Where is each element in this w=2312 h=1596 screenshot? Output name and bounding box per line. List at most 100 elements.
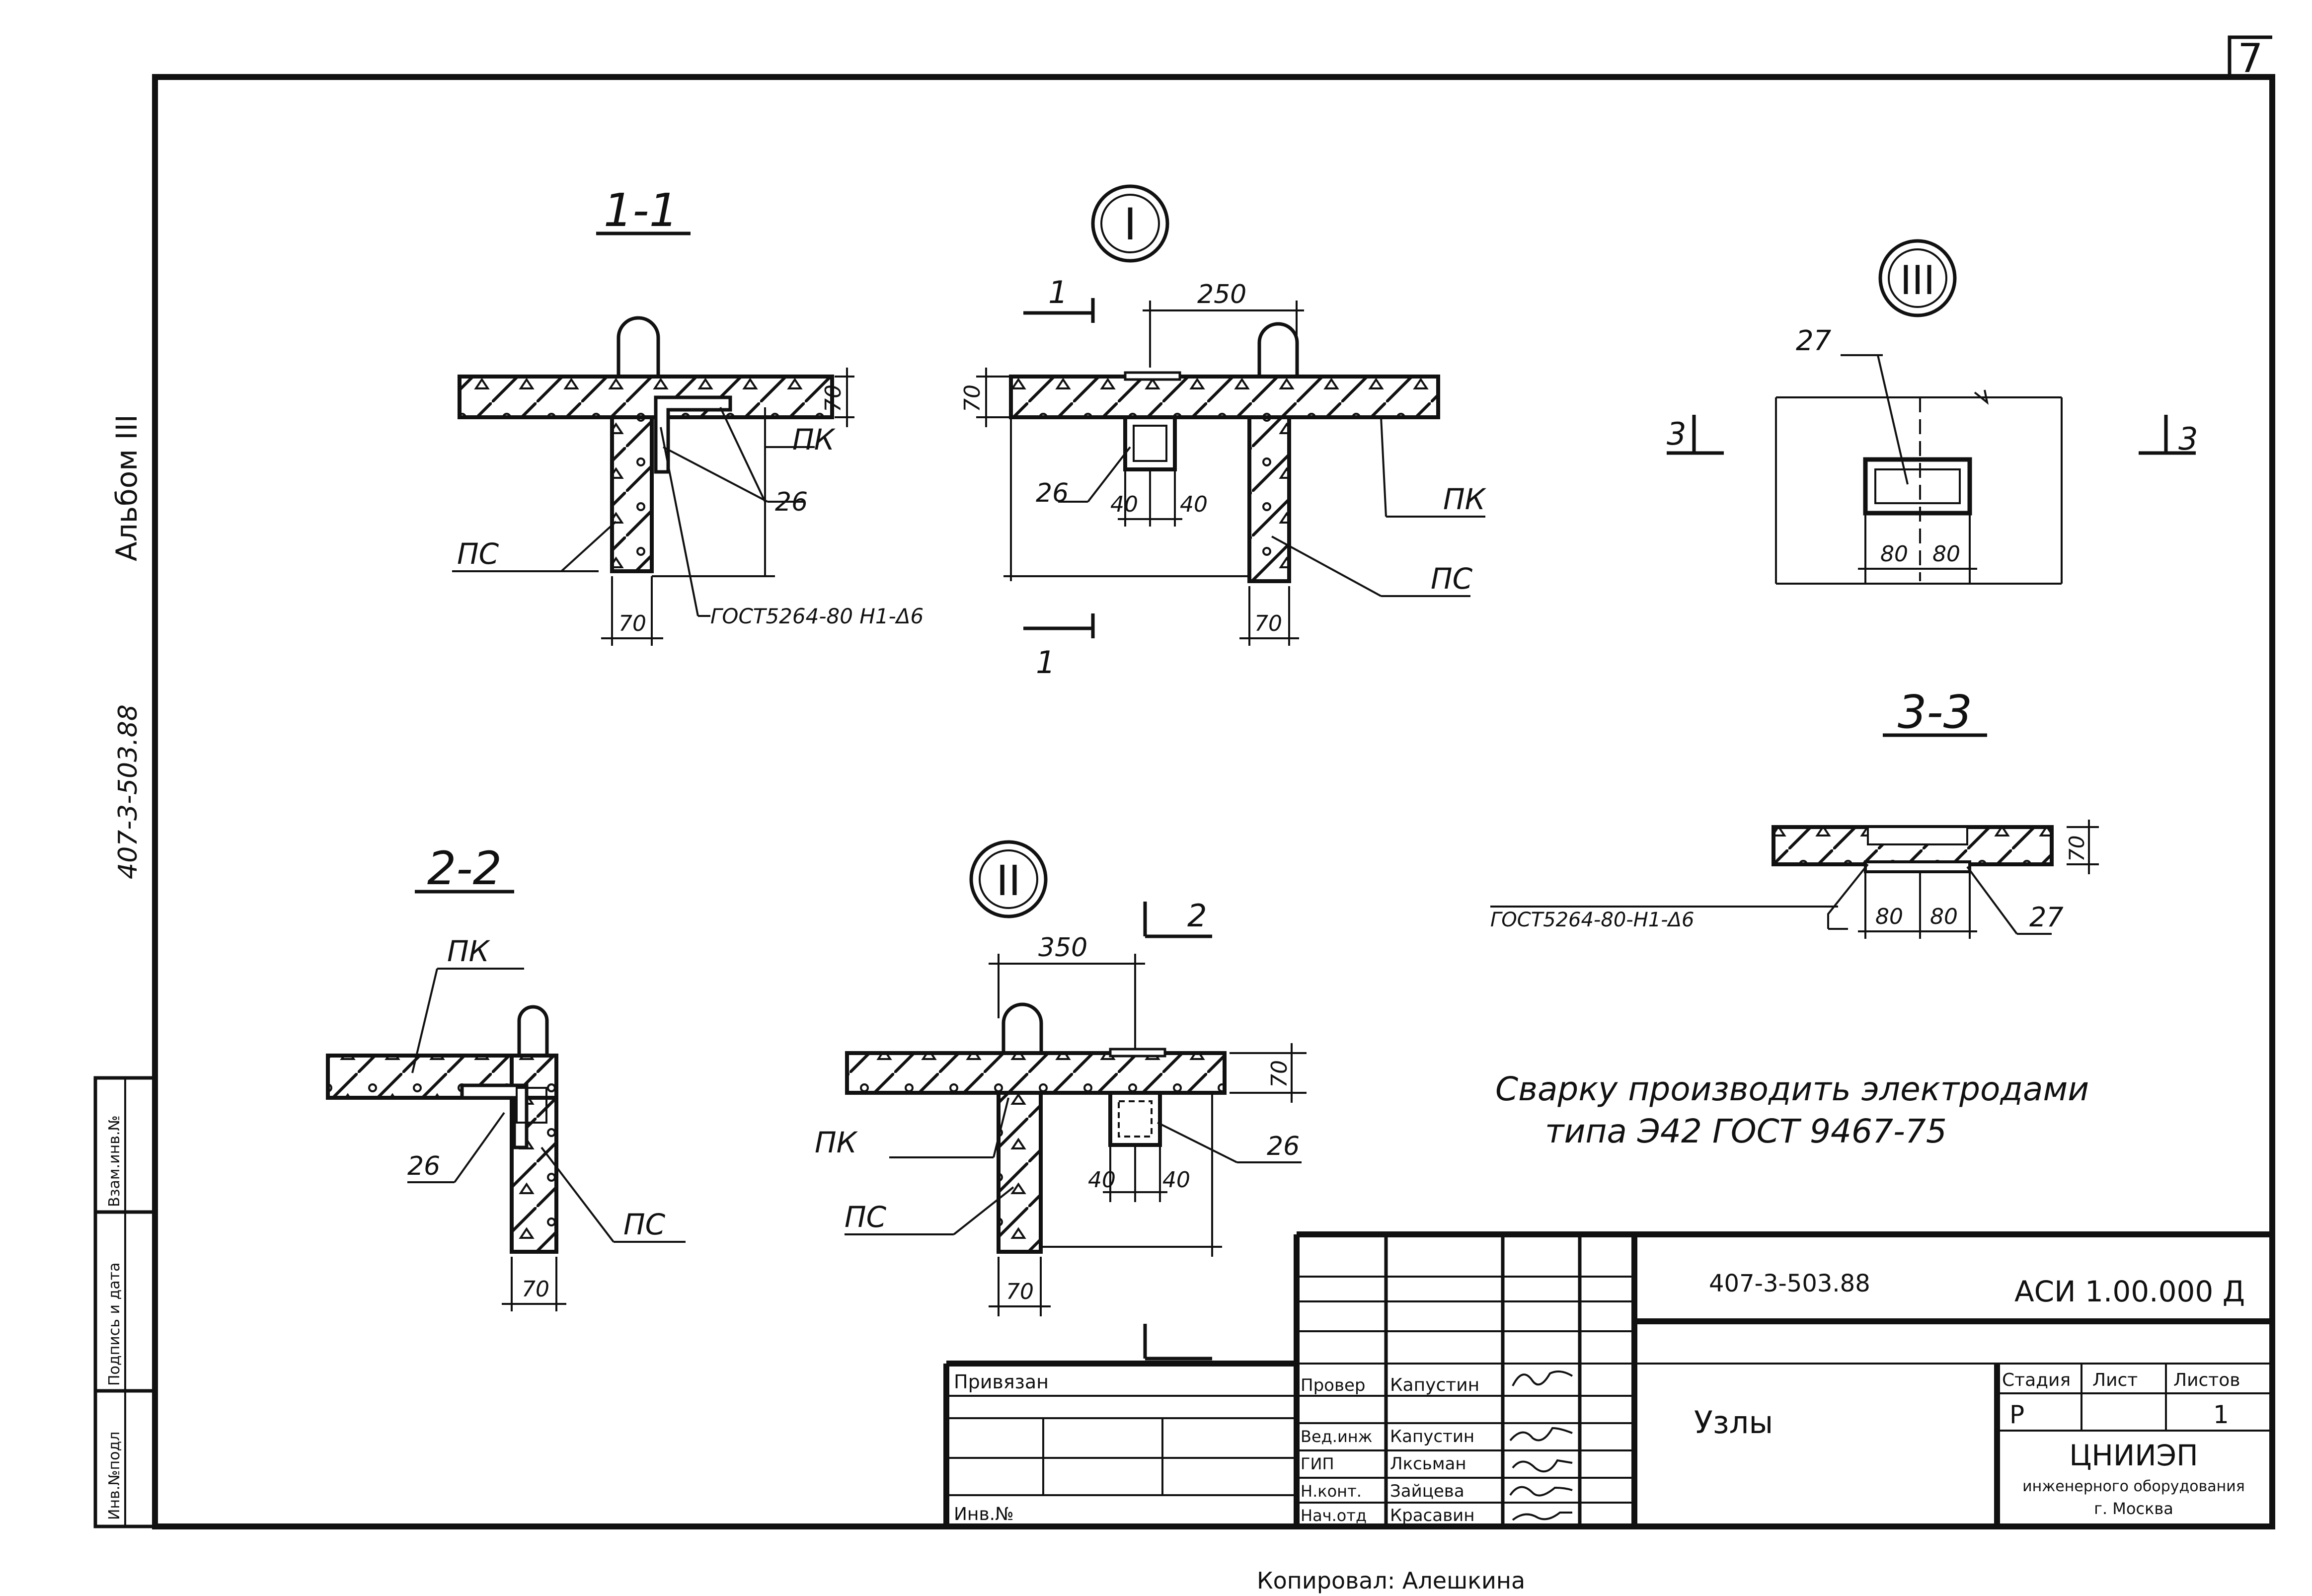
title-role-2: Вед.инж: [1301, 1427, 1372, 1446]
signatures: [1509, 1370, 1573, 1521]
label-2-2-ps: ПС: [623, 1208, 666, 1241]
label-node-1-dim-250: 250: [1197, 280, 1246, 309]
label-node-2-cut: 2: [1187, 898, 1207, 934]
page-number: 7: [2238, 35, 2263, 81]
label-3-3-dim-70h: 70: [2065, 836, 2089, 862]
node-1: [976, 184, 1485, 646]
label-1-1-dim-70w: 70: [618, 611, 646, 636]
pipe-node-3: [1863, 457, 1972, 516]
stamp-inv-podl: Инв.№подл: [106, 1432, 123, 1520]
label-3-3-dim-80b: 80: [1930, 904, 1958, 929]
title-org-sub: инженерного оборудования: [2022, 1478, 2245, 1495]
title-value-stage: Р: [2009, 1400, 2024, 1429]
label-node-3-marker: III: [1900, 257, 1935, 304]
label-2-2-pk: ПК: [447, 934, 491, 968]
title-role-3: ГИП: [1301, 1454, 1334, 1473]
label-node-1-pk: ПК: [1443, 482, 1487, 516]
label-node-3-cut-right: 3: [2178, 421, 2198, 457]
label-1-1-pk: ПК: [792, 423, 836, 456]
title-role-1: Провер: [1301, 1375, 1366, 1395]
lifting-loop-2-2: [517, 1005, 549, 1056]
title-header-sheet: Лист: [2092, 1370, 2138, 1390]
wall-node-1: [1247, 415, 1291, 583]
node-3-marker-outer: [1878, 239, 1957, 317]
label-node-2-ps: ПС: [845, 1200, 887, 1234]
title-name-1: Капустин: [1390, 1375, 1479, 1395]
title-block: [943, 1231, 2272, 1526]
copied-by: Копировал: Алешкина: [1257, 1567, 1525, 1594]
left-stamp: [93, 1076, 157, 1528]
slab-1-1: [458, 375, 834, 419]
note-line-1: Сварку производить электродами: [1495, 1070, 2089, 1108]
label-node-1-dim-40b: 40: [1180, 492, 1208, 517]
label-node-1-dim-70h: 70: [960, 384, 985, 412]
section-1-1: 1-1: [458, 184, 854, 646]
title-header-stage: Стадия: [2002, 1370, 2071, 1390]
label-node-1-cut-bottom: 1: [1036, 644, 1055, 681]
section-3-3-title: 3-3: [1898, 685, 1972, 739]
title-org-name: ЦНИИЭП: [2069, 1439, 2198, 1472]
section-1-1-title: 1-1: [604, 184, 678, 237]
label-node-3-dim-80a: 80: [1880, 541, 1908, 567]
label-node-2-dim-40a: 40: [1088, 1167, 1116, 1193]
label-1-1-ps: ПС: [457, 537, 499, 571]
label-node-2-pk: ПК: [815, 1126, 858, 1159]
label-node-2-dim-40b: 40: [1162, 1167, 1190, 1193]
label-node-1-ps: ПС: [1431, 562, 1473, 596]
wall-1-1: [610, 415, 654, 573]
label-1-1-dim-70h: 70: [821, 384, 846, 412]
title-header-sheets: Листов: [2173, 1370, 2240, 1390]
stamp-signature-date: Подпись и дата: [106, 1263, 123, 1386]
sheet-frame: [152, 35, 2275, 1529]
section-2-2: 2-2: [326, 842, 686, 1311]
title-doc-code: 407-3-503.88: [1709, 1270, 1870, 1297]
label-3-3-weld: ГОСТ5264-80-Н1-Δ6: [1490, 909, 1694, 931]
lifting-loop-1-1: [617, 316, 660, 377]
label-node-1-dim-70w: 70: [1254, 611, 1282, 636]
label-node-3-item: 27: [1796, 325, 1832, 357]
angle-1-1: [654, 395, 732, 474]
label-node-1-item: 26: [1036, 478, 1069, 508]
label-node-3-dim-80b: 80: [1932, 541, 1960, 567]
stamp-vzam-inv: Взам.инв.№: [106, 1115, 123, 1207]
label-2-2-item: 26: [407, 1151, 440, 1181]
label-3-3-item: 27: [2029, 902, 2064, 933]
node-3-marker-inner: [1888, 248, 1947, 308]
section-2-2-title: 2-2: [427, 842, 502, 895]
title-value-sheets: 1: [2213, 1400, 2229, 1429]
title-role-4: Н.конт.: [1301, 1482, 1362, 1501]
label-1-1-item: 26: [775, 487, 808, 517]
label-1-1-weld: ГОСТ5264-80 Н1-Δ6: [710, 604, 924, 628]
title-drawing-code: АСИ 1.00.000 Д: [2014, 1275, 2245, 1308]
node-2: [845, 840, 1307, 1361]
wall-node-2: [997, 1091, 1043, 1254]
title-name-2: Капустин: [1390, 1427, 1474, 1446]
label-node-2-dim-350: 350: [1038, 933, 1087, 963]
label-node-3-cut-left: 3: [1667, 416, 1686, 452]
note-line-2: типа Э42 ГОСТ 9467-75: [1545, 1112, 1947, 1150]
slab-node-2: [845, 1051, 1227, 1095]
label-node-2-item: 26: [1267, 1132, 1300, 1161]
node-1-marker-inner: [1100, 194, 1160, 253]
label-node-1-marker: I: [1124, 199, 1137, 250]
label-node-2-dim-70h: 70: [1267, 1060, 1292, 1088]
label-node-2-marker: II: [996, 856, 1021, 905]
title-name-4: Зайцева: [1390, 1481, 1464, 1501]
node-2-marker-inner: [979, 849, 1038, 909]
angle-2-2: [460, 1083, 529, 1149]
title-role-5: Нач.отд: [1301, 1506, 1367, 1525]
label-node-1-cut-top: 1: [1048, 274, 1068, 310]
node-2-marker-outer: [969, 840, 1048, 918]
title-org-city: г. Москва: [2094, 1499, 2173, 1518]
label-node-1-dim-40a: 40: [1110, 492, 1138, 517]
node-3: [1667, 239, 2196, 585]
title-name-3: Лксьман: [1390, 1454, 1466, 1474]
label-2-2-dim-70w: 70: [522, 1277, 549, 1302]
label-node-2-dim-70w: 70: [1006, 1279, 1034, 1304]
slab-node-1: [1009, 375, 1440, 419]
section-3-3: 3-3: [1490, 685, 2099, 939]
label-3-3-dim-80a: 80: [1875, 904, 1903, 929]
album-label: Альбом III: [110, 414, 144, 561]
side-code: 407-3-503.88: [113, 704, 143, 879]
